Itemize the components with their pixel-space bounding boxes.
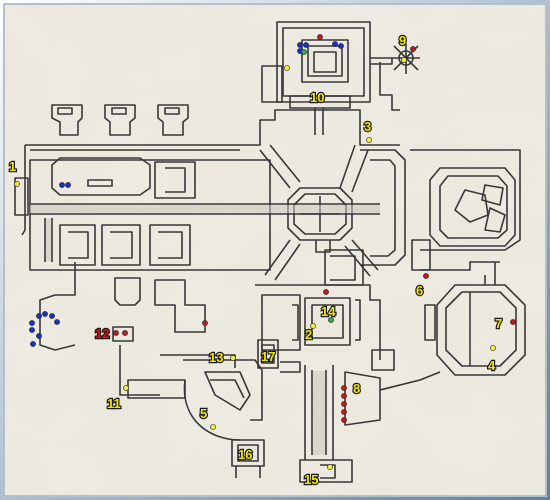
blue-marker bbox=[42, 311, 48, 317]
label-6: 6 bbox=[416, 283, 423, 298]
red-marker bbox=[341, 385, 347, 391]
map-walls bbox=[14, 21, 526, 483]
red-marker bbox=[323, 289, 329, 295]
red-marker bbox=[341, 393, 347, 399]
blue-marker bbox=[29, 320, 35, 326]
yellow-marker bbox=[210, 424, 216, 430]
red-marker bbox=[510, 319, 516, 325]
label-10: 10 bbox=[310, 90, 324, 105]
red-marker bbox=[341, 401, 347, 407]
red-marker bbox=[317, 34, 323, 40]
red-marker bbox=[122, 330, 128, 336]
red-marker bbox=[410, 46, 416, 52]
label-11: 11 bbox=[107, 396, 121, 411]
blue-marker bbox=[65, 182, 71, 188]
blue-marker bbox=[332, 41, 338, 47]
yellow-marker bbox=[123, 385, 129, 391]
blue-marker bbox=[59, 182, 65, 188]
green-marker bbox=[301, 49, 307, 55]
label-12: 12 bbox=[95, 326, 109, 341]
yellow-marker bbox=[366, 137, 372, 143]
yellow-marker bbox=[310, 323, 316, 329]
red-marker bbox=[423, 273, 429, 279]
label-4: 4 bbox=[488, 358, 496, 373]
yellow-marker bbox=[401, 57, 407, 63]
label-5: 5 bbox=[200, 406, 207, 421]
red-marker bbox=[341, 409, 347, 415]
label-8: 8 bbox=[353, 381, 360, 396]
blue-marker bbox=[49, 313, 55, 319]
label-15: 15 bbox=[304, 472, 318, 487]
blue-marker bbox=[54, 319, 60, 325]
blue-marker bbox=[36, 333, 42, 339]
blue-marker bbox=[338, 43, 344, 49]
blue-marker bbox=[30, 341, 36, 347]
blue-marker bbox=[303, 42, 309, 48]
label-1: 1 bbox=[9, 159, 16, 174]
label-3: 3 bbox=[364, 119, 371, 134]
red-marker bbox=[341, 417, 347, 423]
green-marker bbox=[328, 317, 334, 323]
red-marker bbox=[202, 320, 208, 326]
blue-marker bbox=[297, 42, 303, 48]
label-14: 14 bbox=[321, 304, 336, 319]
markers-layer bbox=[14, 34, 516, 470]
red-marker bbox=[113, 330, 119, 336]
label-13: 13 bbox=[209, 350, 223, 365]
frame-inner bbox=[3, 3, 547, 497]
blue-marker bbox=[29, 327, 35, 333]
location-labels: 1 2 3 4 5 6 7 8 9 10 11 12 13 14 15 16 1… bbox=[8, 32, 504, 488]
label-17: 17 bbox=[261, 349, 275, 364]
label-9: 9 bbox=[399, 33, 406, 48]
blue-marker bbox=[36, 313, 42, 319]
yellow-marker bbox=[284, 65, 290, 71]
yellow-marker bbox=[327, 464, 333, 470]
yellow-marker bbox=[230, 355, 236, 361]
yellow-marker bbox=[14, 181, 20, 187]
label-2: 2 bbox=[305, 327, 312, 342]
yellow-marker bbox=[490, 345, 496, 351]
label-7: 7 bbox=[495, 316, 502, 331]
label-16: 16 bbox=[238, 447, 252, 462]
corridor-fills bbox=[30, 205, 380, 455]
